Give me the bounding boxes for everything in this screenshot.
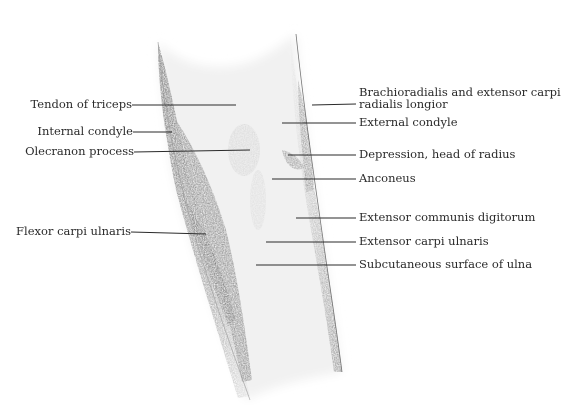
- label-extensor-communis-digitorum: Extensor communis digitorum: [359, 211, 535, 224]
- label-brachioradialis-line2: radialis longior: [359, 98, 448, 111]
- label-anconeus: Anconeus: [359, 172, 416, 185]
- label-tendon-of-triceps: Tendon of triceps: [31, 98, 132, 111]
- label-external-condyle: External condyle: [359, 116, 458, 129]
- label-olecranon-process: Olecranon process: [25, 145, 134, 158]
- label-flexor-carpi-ulnaris: Flexor carpi ulnaris: [16, 225, 131, 238]
- label-subcutaneous-surface-of-ulna: Subcutaneous surface of ulna: [359, 258, 532, 271]
- label-internal-condyle: Internal condyle: [37, 125, 133, 138]
- label-extensor-carpi-ulnaris: Extensor carpi ulnaris: [359, 235, 489, 248]
- leader-brachioradialis: [312, 104, 356, 105]
- label-depression-head-of-radius: Depression, head of radius: [359, 148, 515, 161]
